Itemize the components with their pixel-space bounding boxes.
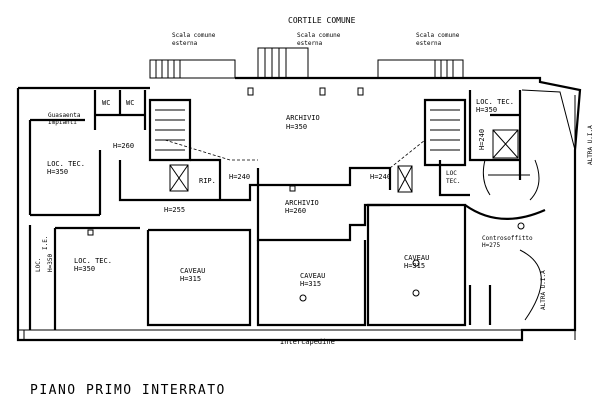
wall-caveau1 [146,228,252,327]
wall-caveau3 [366,203,467,327]
label-wc-2: WC [126,99,134,107]
stair-right [377,59,464,79]
label-stair-2a: Scala comune [297,32,341,39]
label-loc-tec-bl-name: LOC. TEC. [74,257,112,265]
label-loc-tec-left-height: H=350 [47,168,68,176]
curve-lower-right [519,249,542,321]
label-loc-ie-3: H=350 [47,254,54,272]
label-loc-ie-1: LOC. [35,258,42,272]
label-intercapedine: Intercapedine [280,338,335,346]
label-loc-small-1: LOC [446,170,457,177]
intercapedine-band [18,329,522,340]
wall-loc-tec-right [468,90,522,180]
label-stair-2b: esterna [297,40,323,47]
label-archivio-mid-name: ARCHIVIO [285,199,319,207]
label-archivio-top-name: ARCHIVIO [286,114,320,122]
label-courtyard: CORTILE COMUNE [288,16,356,25]
column-markers [87,87,364,236]
label-wc-1: WC [102,99,110,107]
label-caveau2-name: CAVEAU [300,272,325,280]
label-caveau3-height: H=315 [404,262,425,270]
lift-right-x [397,165,413,193]
wall-controsoffitto [464,204,546,325]
lift-shaft-right [492,129,519,159]
label-rip: RIP. [199,177,216,185]
dashed-line [164,139,426,169]
lift-right [397,165,413,193]
label-caveau1-name: CAVEAU [180,267,205,275]
label-loc-small-2: TEC. [446,178,460,185]
label-supply-1: Guasaenta [48,112,81,119]
curve-right [482,159,540,201]
wall-stair-core-right [423,98,467,167]
label-controsoffitto-height: H=275 [482,242,500,249]
wall-caveau2 [256,240,367,327]
label-altra-ua-1: ALTRA U.I.A [587,125,594,165]
label-loc-ie-2: I.E. [42,236,49,250]
stair-core-right-treads [430,109,460,151]
label-altra-ua-2: ALTRA U.I.A [540,270,547,310]
label-controsoffitto-name: Controsoffitto [482,235,533,242]
label-h260a: H=260 [113,142,134,150]
label-loc-tec-right-height: H=350 [476,106,497,114]
wall-loc-tec-left [28,118,150,217]
label-caveau1-height: H=315 [180,275,201,283]
stair-mid-treads [264,48,287,78]
wall-loc-small [438,160,470,197]
label-h255: H=255 [164,206,185,214]
page-title: PIANO PRIMO INTERRATO [30,383,226,398]
label-stair-1b: esterna [172,40,198,47]
label-loc-tec-left-name: LOC. TEC. [47,160,85,168]
label-h240b: H=240 [370,173,391,181]
label-stair-1a: Scala comune [172,32,216,39]
label-loc-tec-right-name: LOC. TEC. [476,98,514,106]
label-caveau3-name: CAVEAU [404,254,429,262]
caveau-circles [299,222,525,302]
right-boundary [521,89,576,340]
label-stair-3a: Scala comune [416,32,460,39]
label-archivio-mid-height: H=260 [285,207,306,215]
stair-mid [257,47,309,79]
label-supply-2: Impianti [48,119,77,126]
lift-left [169,164,189,192]
lift-left-x [169,164,189,192]
label-stair-3b: esterna [416,40,442,47]
label-h240a: H=240 [229,173,250,181]
wall-loc-ie [28,225,140,330]
wall-wc [93,90,147,130]
stair-core-left-treads [155,109,185,151]
stair-right-treads [434,60,454,78]
wall-rip [150,158,392,202]
label-caveau2-height: H=315 [300,280,321,288]
stair-left-treads [155,60,181,78]
stair-left [149,59,236,79]
label-loc-tec-bl-height: H=350 [74,265,95,273]
label-h240-vert: H=240 [478,129,486,150]
lift-shaft-right-x [492,129,519,159]
label-archivio-top-height: H=350 [286,123,307,131]
